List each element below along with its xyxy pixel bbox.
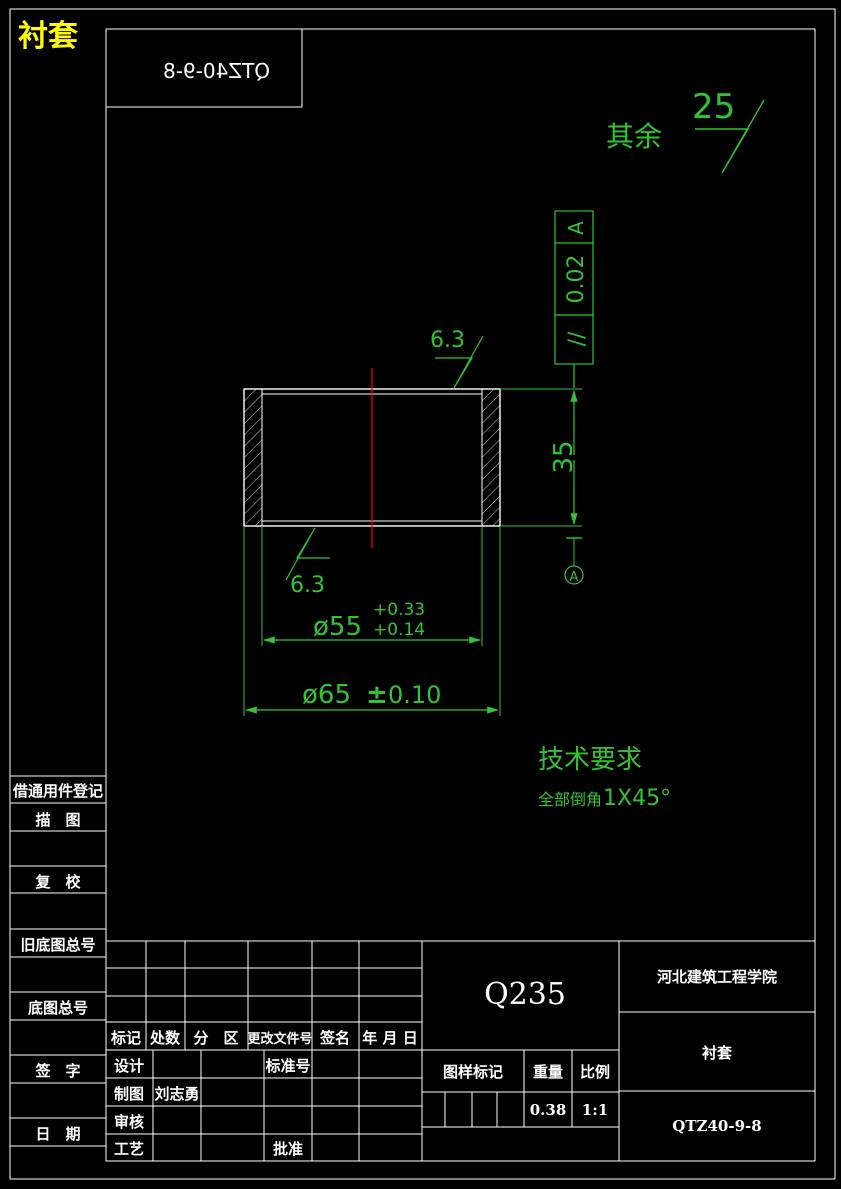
drafter-name: 刘志勇: [154, 1085, 199, 1103]
drawing-number: QTZ40-9-8: [672, 1117, 761, 1135]
rev-header-count: 处数: [149, 1029, 181, 1047]
height-dimension: 35: [500, 388, 582, 527]
tech-req-line1-val: 1X45°: [603, 786, 671, 811]
tolerance-symbol: //: [565, 331, 590, 346]
rev-header-file: 更改文件号: [247, 1031, 312, 1047]
scale-value: 1:1: [582, 1101, 608, 1119]
datum-symbol: A: [564, 537, 584, 585]
tolerance-datum: A: [564, 221, 588, 235]
datum-label: A: [570, 570, 579, 585]
roughness-bottom-symbol: 6.3: [285, 527, 330, 598]
stage-label: 图样标记: [443, 1063, 503, 1081]
outer-diameter-dimension: ø65 ± 0.10: [243, 526, 501, 716]
school-name: 河北建筑工程学院: [657, 968, 777, 986]
inner-diameter-upper: +0.33: [373, 600, 425, 620]
design-label: 设计: [114, 1057, 144, 1075]
side-label-old-no: 旧底图总号: [20, 936, 95, 954]
tech-req-title: 技术要求: [538, 745, 642, 775]
inner-diameter-lower: +0.14: [373, 620, 425, 640]
height-value: 35: [549, 440, 579, 473]
standard-label: 标准号: [264, 1057, 310, 1075]
outer-border: [9, 8, 836, 1180]
side-strip: [10, 775, 106, 1147]
weight-label: 重量: [533, 1063, 563, 1081]
tolerance-value: 0.02: [564, 255, 589, 304]
roughness-other-symbol: 其余 25: [606, 87, 765, 174]
part-section: [243, 388, 501, 527]
roughness-other-value: 25: [692, 87, 735, 127]
roughness-top-value: 6.3: [430, 328, 465, 353]
title-block-grid: [106, 940, 815, 1161]
outer-diameter-text: ø65: [302, 680, 351, 710]
rev-header-date: 年 月 日: [362, 1029, 417, 1047]
material: Q235: [484, 977, 566, 1012]
inner-diameter-dimension: ø55 +0.33 +0.14: [261, 526, 483, 646]
tolerance-frame: A 0.02 //: [554, 210, 594, 388]
inner-border: [105, 28, 816, 1162]
side-label-date: 日 期: [35, 1125, 80, 1143]
rev-header-zone: 分 区: [193, 1029, 238, 1047]
outer-diameter-tol: 0.10: [388, 681, 441, 709]
mirrored-code: QTZ40-9-8: [163, 59, 270, 83]
side-label-trace: 描 图: [35, 811, 80, 829]
scale-label: 比例: [580, 1063, 610, 1081]
process-label: 工艺: [114, 1140, 144, 1158]
side-label-base-no: 底图总号: [28, 999, 88, 1017]
code-box: [105, 28, 303, 108]
outer-diameter-pm: ±: [366, 680, 388, 710]
part-name: 衬套: [702, 1044, 733, 1062]
side-label-recheck: 复 校: [34, 873, 81, 891]
rev-header-mark: 标记: [110, 1029, 141, 1047]
side-label-borrow: 借通用件登记: [12, 782, 103, 800]
rev-header-sign: 签名: [319, 1029, 350, 1047]
weight-value: 0.38: [530, 1101, 567, 1119]
side-label-sign: 签 字: [34, 1062, 80, 1080]
roughness-other-prefix: 其余: [606, 120, 662, 153]
draft-label: 制图: [114, 1085, 144, 1103]
roughness-bottom-value: 6.3: [290, 573, 325, 598]
corner-title: 衬套: [18, 19, 78, 54]
review-label: 审核: [114, 1113, 144, 1131]
roughness-top-symbol: 6.3: [430, 328, 484, 389]
tech-req-line1-cn: 全部倒角: [538, 790, 602, 809]
approve-label: 批准: [273, 1140, 303, 1158]
inner-diameter-text: ø55: [313, 612, 362, 642]
